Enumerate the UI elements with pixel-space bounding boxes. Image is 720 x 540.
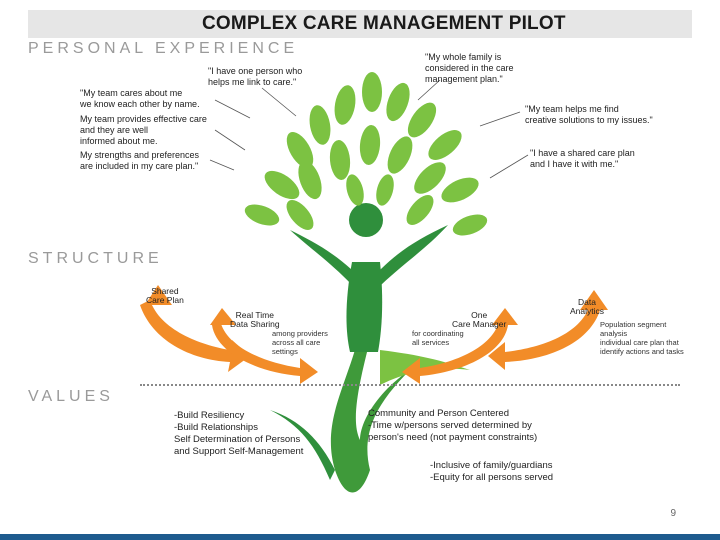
quote-line: "I have a shared care plan: [530, 148, 635, 158]
values-item: -Time w/persons served determined by: [368, 420, 532, 431]
quote-line: "I have one person who: [208, 66, 303, 76]
quote-line: we know each other by name.: [80, 99, 200, 109]
arrow-label-line: Real Time: [235, 310, 274, 320]
values-item: -Equity for all persons served: [430, 472, 554, 483]
arrow-label-line: Care Manager: [452, 319, 507, 329]
arrow-label-line: Analytics: [570, 306, 605, 316]
quote-line: helps me link to care.": [208, 77, 297, 87]
note-data-sharing: among providers across all care settings: [272, 329, 328, 356]
values-item: and Support Self-Management: [174, 446, 304, 457]
note-line: analysis: [600, 329, 628, 338]
arrow-label-data-analytics: Data Analytics: [570, 298, 604, 316]
quote-line: management plan.": [425, 74, 503, 84]
section-structure: STRUCTURE: [28, 250, 163, 267]
quote-one-person: "I have one person who helps me link to …: [208, 66, 302, 88]
note-care-manager: for coordinating all services: [412, 329, 464, 347]
title-bar: [28, 10, 692, 38]
arrow-label-line: Data Sharing: [230, 319, 280, 329]
page-title: COMPLEX CARE MANAGEMENT PILOT: [202, 13, 566, 34]
note-line: identify actions and tasks: [600, 347, 684, 356]
quote-line: informed about me.: [80, 136, 158, 146]
values-item: -Build Resiliency: [174, 410, 245, 421]
quote-whole-family: "My whole family is considered in the ca…: [425, 52, 514, 85]
quote-creative-solutions: "My team helps me find creative solution…: [525, 104, 653, 126]
quote-effective-care: My team provides effective care and they…: [80, 114, 207, 147]
note-line: all services: [412, 338, 450, 347]
page-number: 9: [670, 508, 676, 519]
values-right-bottom-list: -Inclusive of family/guardians -Equity f…: [430, 460, 553, 484]
section-personal-experience: PERSONAL EXPERIENCE: [28, 40, 299, 57]
note-data-analytics: Population segment analysis individual c…: [600, 320, 684, 356]
quote-line: My strengths and preferences: [80, 150, 200, 160]
values-item: -Build Relationships: [174, 422, 258, 433]
quote-strengths: My strengths and preferences are include…: [80, 150, 199, 172]
quote-line: "My team helps me find: [525, 104, 619, 114]
arrow-label-line: Care Plan: [146, 295, 184, 305]
note-line: individual care plan that: [600, 338, 679, 347]
divider: [140, 384, 680, 386]
quote-line: "My whole family is: [425, 52, 502, 62]
section-values: VALUES: [28, 388, 114, 405]
values-item: person's need (not payment constraints): [368, 432, 538, 443]
values-item: Self Determination of Persons: [174, 434, 301, 445]
arrow-label-one-care-manager: One Care Manager: [452, 311, 506, 329]
quote-line: creative solutions to my issues.": [525, 115, 653, 125]
quote-line: and I have it with me.": [530, 159, 619, 169]
arrow-label-line: Shared: [151, 286, 179, 296]
values-right-top-list: Community and Person Centered -Time w/pe…: [368, 408, 537, 444]
values-item: Community and Person Centered: [368, 408, 509, 419]
note-line: for coordinating: [412, 329, 464, 338]
note-line: Population segment: [600, 320, 667, 329]
quote-line: "My team cares about me: [80, 88, 183, 98]
arrow-label-line: One: [471, 310, 488, 320]
values-item: -Inclusive of family/guardians: [430, 460, 553, 471]
arrow-label-shared-care-plan: Shared Care Plan: [146, 287, 184, 305]
note-line: across all care: [272, 338, 321, 347]
quote-team-cares: "My team cares about me we know each oth…: [80, 88, 200, 110]
arrow-label-line: Data: [578, 297, 596, 307]
quote-shared-care-plan: "I have a shared care plan and I have it…: [530, 148, 635, 170]
values-left-list: -Build Resiliency -Build Relationships S…: [174, 410, 303, 458]
quote-line: considered in the care: [425, 63, 514, 73]
quote-line: and they are well: [80, 125, 149, 135]
quote-line: My team provides effective care: [80, 114, 207, 124]
footer-bar: [0, 534, 720, 540]
arrow-label-real-time-data: Real Time Data Sharing: [230, 311, 280, 329]
note-line: settings: [272, 347, 298, 356]
quote-line: are included in my care plan.": [80, 161, 199, 171]
note-line: among providers: [272, 329, 328, 338]
